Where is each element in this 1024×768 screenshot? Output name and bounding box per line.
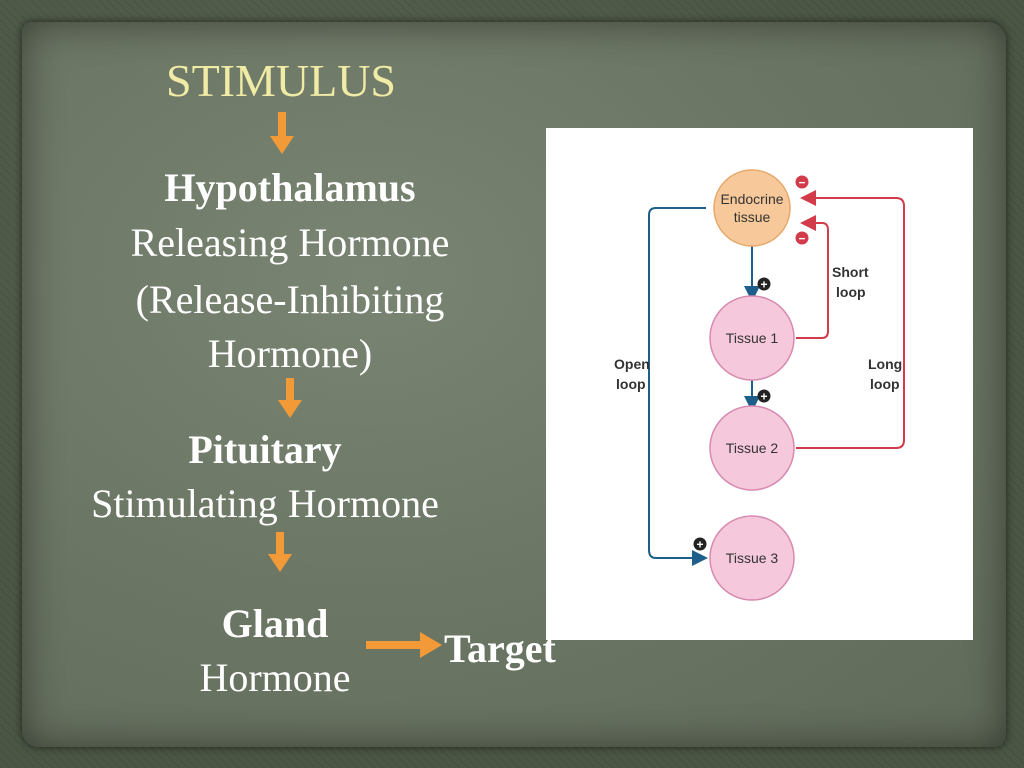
arrow-down-icon — [270, 112, 294, 154]
short-loop-path — [796, 215, 829, 339]
tissue1-node — [709, 295, 795, 381]
long-loop-path — [796, 190, 905, 449]
stimulus-label: STIMULUS — [165, 55, 397, 106]
target-label: Target — [444, 626, 556, 671]
gland-title: Gland — [221, 601, 329, 646]
feedback-loop-diagram: Endocrine tissue Tissue 1 Tissue 2 Tissu… — [546, 128, 973, 640]
minus-icon: − — [798, 232, 805, 246]
arrow-down-icon — [268, 532, 292, 572]
pituitary-title: Pituitary — [188, 427, 342, 472]
hypothalamus-line-1: Releasing Hormone — [130, 220, 450, 265]
plus-icon: + — [760, 390, 767, 404]
pituitary-line-1: Stimulating Hormone — [91, 481, 439, 526]
hypothalamus-title: Hypothalamus — [164, 165, 416, 210]
endocrine-label-line2: tissue — [734, 209, 771, 225]
endocrine-tissue-node — [713, 169, 791, 247]
short-loop-label-line1: Short — [832, 264, 869, 280]
long-loop-label-line1: Long — [868, 356, 902, 372]
plus-badge-tissue1: + — [757, 277, 771, 292]
hypothalamus-line-2: (Release-Inhibiting — [135, 277, 445, 322]
feedback-loop-svg: Endocrine tissue Tissue 1 Tissue 2 Tissu… — [614, 169, 905, 601]
hypothalamus-line-3: Hormone) — [207, 331, 373, 376]
open-loop-label-line1: Open — [614, 356, 650, 372]
arrow-right-icon — [366, 632, 442, 658]
plus-badge-tissue2: + — [757, 389, 771, 404]
tissue3-node — [709, 515, 795, 601]
short-loop-label-line2: loop — [836, 284, 866, 300]
tissue2-node — [709, 405, 795, 491]
open-loop-label-line2: loop — [616, 376, 646, 392]
tissue2-label: Tissue 2 — [726, 440, 779, 456]
minus-icon: − — [798, 176, 805, 190]
endocrine-label-line1: Endocrine — [720, 191, 783, 207]
long-loop-label-line2: loop — [870, 376, 900, 392]
plus-badge-tissue3: + — [693, 537, 707, 552]
plus-icon: + — [696, 538, 703, 552]
arrow-down-icon — [278, 378, 302, 418]
gland-line-1: Hormone — [199, 655, 351, 700]
tissue3-label: Tissue 3 — [726, 550, 779, 566]
minus-badge-long-loop: − — [795, 175, 809, 190]
plus-icon: + — [760, 278, 767, 292]
open-loop-path — [648, 207, 708, 566]
tissue1-label: Tissue 1 — [726, 330, 779, 346]
minus-badge-short-loop: − — [795, 231, 809, 246]
